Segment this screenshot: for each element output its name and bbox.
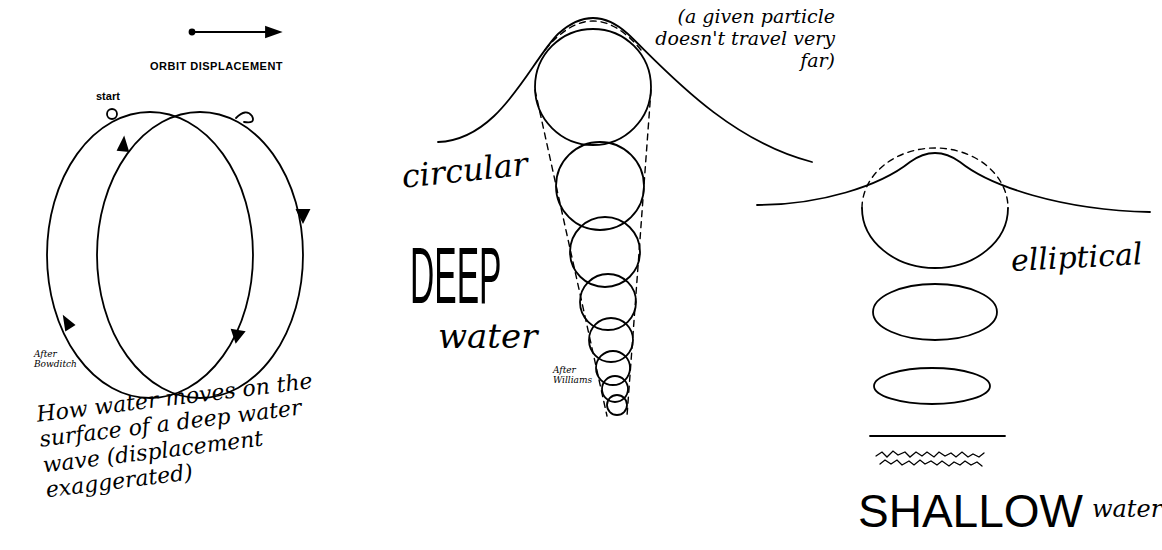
orbit-start-loop xyxy=(107,109,117,119)
particle-orbit xyxy=(570,217,640,287)
source-note: After Bowditch xyxy=(34,350,82,370)
particle-orbit-flat xyxy=(870,435,1005,437)
particle-orbit xyxy=(862,208,1008,268)
orbit-loop xyxy=(47,112,253,398)
arrow-tail-dot xyxy=(190,30,195,35)
side-note: (a given particle doesn't travel very fa… xyxy=(650,6,835,72)
particle-orbit xyxy=(607,395,627,415)
particle-orbit xyxy=(873,284,997,340)
decay-envelope xyxy=(535,90,607,416)
orbit-top-dashed xyxy=(545,21,641,50)
orbit-arrowhead xyxy=(232,330,244,342)
axis-label: ORBIT DISPLACEMENT xyxy=(150,60,283,72)
regime-label: elliptical xyxy=(1010,237,1143,277)
regime-label: water xyxy=(438,318,537,355)
caption-note: How water moves on the surface of a deep… xyxy=(35,363,365,502)
displacement-arrow xyxy=(192,31,272,33)
decay-envelope xyxy=(627,90,651,416)
start-label: start xyxy=(96,90,120,102)
orbit-arrowhead xyxy=(118,138,128,151)
orbit-top-dashed xyxy=(862,148,1008,208)
arrow-head xyxy=(266,27,280,37)
regime-label: circular xyxy=(400,147,530,195)
regime-label: water xyxy=(1092,496,1162,522)
orbit-loop xyxy=(97,112,303,398)
orbit-end-loop xyxy=(236,112,253,122)
seabed-stipple xyxy=(876,451,984,466)
particle-orbit xyxy=(874,368,990,404)
source-note: After Williams xyxy=(553,366,597,386)
shallow-wave-profile xyxy=(757,153,1150,212)
particle-orbit xyxy=(535,29,651,145)
regime-title: DEEP xyxy=(410,232,502,320)
regime-title: SHALLOW xyxy=(858,486,1083,537)
orbit-arrowhead xyxy=(297,210,309,222)
particle-orbit xyxy=(589,318,633,362)
particle-orbit xyxy=(580,274,636,330)
orbit-arrowhead xyxy=(64,317,74,330)
